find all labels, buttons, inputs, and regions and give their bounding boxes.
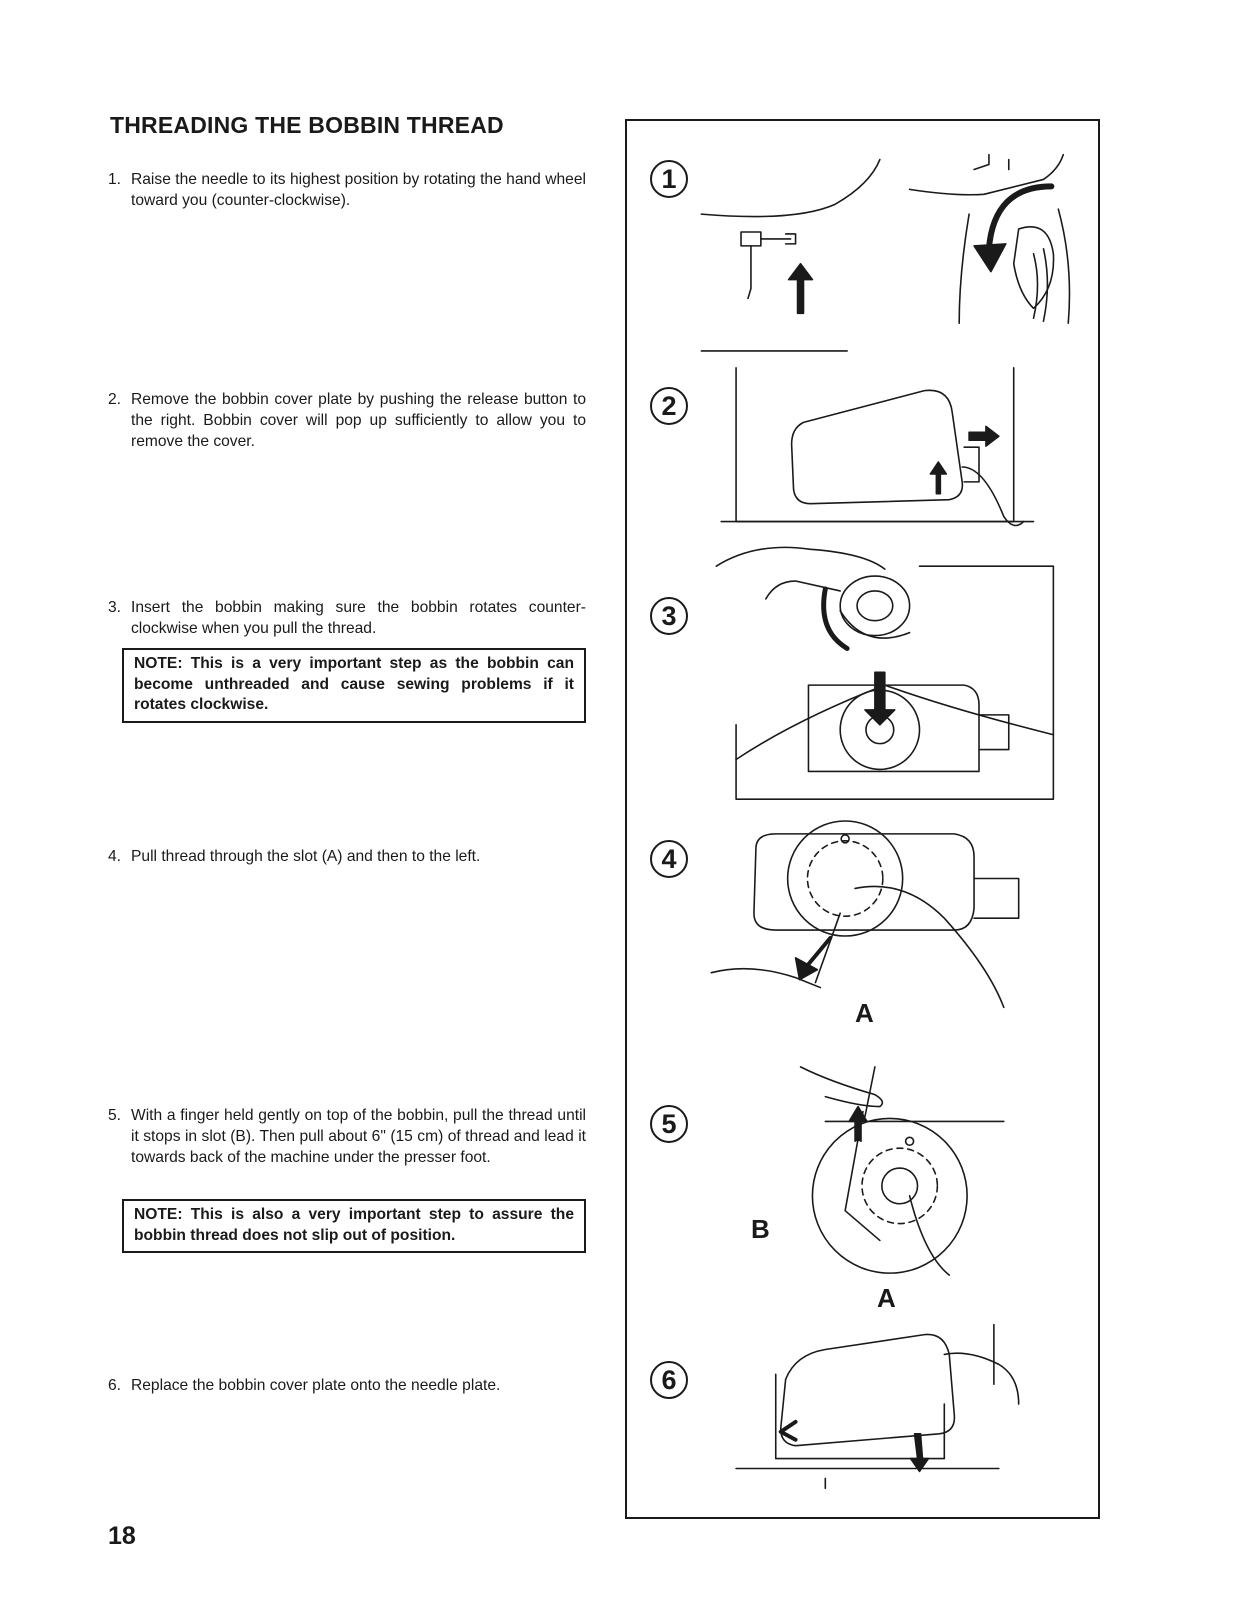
step-text: Remove the bobbin cover plate by pushing… xyxy=(131,391,586,450)
insert-arrow-icon xyxy=(778,1419,798,1442)
note-box-1: NOTE: This is a very important step as t… xyxy=(122,648,586,723)
counter-clockwise-arrow-icon xyxy=(985,183,1055,252)
up-pull-arrow-icon xyxy=(848,1105,868,1143)
step-5: 5. With a finger held gently on top of t… xyxy=(108,1105,586,1168)
slot-b-illustration xyxy=(799,1066,1005,1276)
slot-a-label: A xyxy=(855,998,874,1028)
step-text: Replace the bobbin cover plate onto the … xyxy=(131,1377,501,1394)
arrow-head-icon xyxy=(794,957,819,981)
illustration-panel: 1 2 3 4 5 6 A B A xyxy=(625,119,1100,1519)
step-badge-6: 6 xyxy=(650,1361,688,1399)
step-number: 6. xyxy=(108,1377,122,1394)
step-number: 2. xyxy=(108,391,122,408)
step-3: 3. Insert the bobbin making sure the bob… xyxy=(108,597,586,639)
step-number: 3. xyxy=(108,599,122,616)
step-text: Pull thread through the slot (A) and the… xyxy=(131,848,481,865)
note-box-2: NOTE: This is also a very important step… xyxy=(122,1199,586,1253)
down-arrow-icon xyxy=(864,671,896,726)
step-text: Raise the needle to its highest position… xyxy=(131,171,586,209)
step-number: 5. xyxy=(108,1107,122,1124)
rotation-arrow-icon xyxy=(821,586,850,651)
bobbin-cover-illustration xyxy=(720,367,1035,527)
illustration-drawings xyxy=(700,153,1071,1490)
pop-up-arrow-icon xyxy=(929,461,948,495)
section-title: THREADING THE BOBBIN THREAD xyxy=(110,112,504,138)
arrow-head-icon xyxy=(973,243,1007,273)
step-badge-1: 1 xyxy=(650,160,688,198)
step-badge-5: 5 xyxy=(650,1105,688,1143)
step-6: 6. Replace the bobbin cover plate onto t… xyxy=(108,1375,586,1396)
slot-a-illustration xyxy=(710,820,1020,1009)
hand-wheel-illustration xyxy=(908,153,1071,325)
slot-b-label: B xyxy=(751,1214,770,1244)
release-arrow-icon xyxy=(968,425,1000,447)
step-badge-2: 2 xyxy=(650,387,688,425)
left-down-arrow-icon xyxy=(803,936,833,970)
step-text: With a finger held gently on top of the … xyxy=(131,1107,586,1166)
needle-illustration xyxy=(700,158,881,300)
press-down-arrow-icon xyxy=(909,1432,930,1473)
step-2: 2. Remove the bobbin cover plate by push… xyxy=(108,389,586,452)
replace-cover-illustration xyxy=(735,1323,1020,1490)
step-badge-3: 3 xyxy=(650,597,688,635)
step-number: 1. xyxy=(108,171,122,188)
step-1: 1. Raise the needle to its highest posit… xyxy=(108,169,586,211)
step-number: 4. xyxy=(108,848,122,865)
page-number: 18 xyxy=(108,1522,136,1550)
slot-a-label: A xyxy=(877,1283,896,1313)
up-arrow-icon xyxy=(787,262,814,315)
step-4: 4. Pull thread through the slot (A) and … xyxy=(108,846,586,867)
step-text: Insert the bobbin making sure the bobbin… xyxy=(131,599,586,637)
step-badge-4: 4 xyxy=(650,840,688,878)
